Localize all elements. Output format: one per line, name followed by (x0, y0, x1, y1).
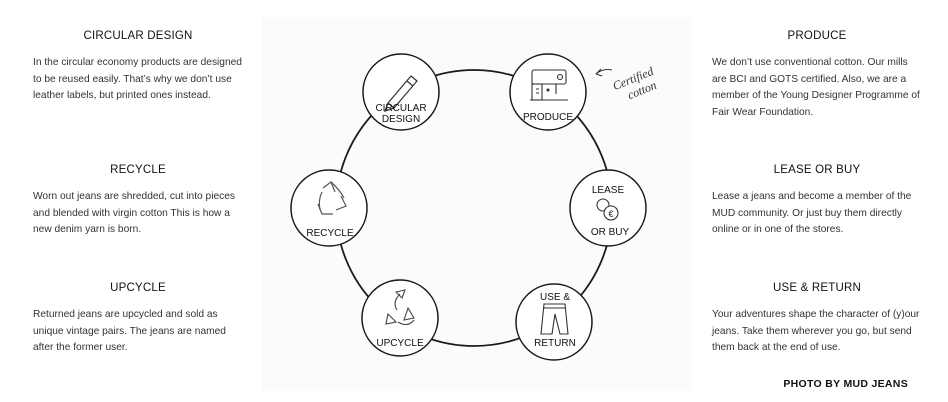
recycle-node-label: RECYCLE (306, 228, 354, 239)
lease-or-buy-section: LEASE OR BUY Lease a jeans and become a … (712, 164, 922, 239)
circular-design-node-label-line1: CIRCULAR (375, 103, 426, 114)
euro-coins-icon: € (596, 198, 619, 221)
use-return-heading: USE & RETURN (772, 282, 862, 294)
euro-symbol: € (608, 209, 613, 219)
recycle-text: Worn out jeans are shredded, cut into pi… (33, 191, 235, 236)
circular-design-text: In the circular economy products are des… (33, 57, 242, 102)
upcycle-arrows-icon (385, 289, 415, 326)
recycle-heading: RECYCLE (110, 164, 166, 176)
use-return-label-line1: USE & (540, 292, 570, 303)
lease-or-buy-label-line1: LEASE (592, 185, 625, 196)
circular-design-section: CIRCULAR DESIGN In the circular economy … (33, 30, 243, 105)
lease-or-buy-text: Lease a jeans and become a member of the… (712, 191, 912, 236)
produce-text: We don’t use conventional cotton. Our mi… (712, 57, 920, 118)
circular-design-node: CIRCULAR DESIGN (362, 53, 440, 131)
sewing-machine-icon (530, 69, 568, 101)
lease-or-buy-heading: LEASE OR BUY (773, 164, 861, 176)
produce-heading: PRODUCE (787, 30, 847, 42)
use-return-label-line2: RETURN (534, 338, 576, 349)
circular-design-node-label-line2: DESIGN (382, 114, 420, 125)
recycle-icon (317, 181, 347, 215)
upcycle-section: UPCYCLE Returned jeans are upcycled and … (33, 282, 243, 357)
jeans-icon (540, 303, 569, 335)
produce-node: PRODUCE (509, 53, 587, 131)
circular-design-heading: CIRCULAR DESIGN (83, 30, 193, 42)
upcycle-heading: UPCYCLE (110, 282, 166, 294)
use-return-text: Your adventures shape the character of (… (712, 309, 920, 354)
certified-cotton-annotation: Certified cotton (595, 64, 658, 102)
upcycle-node-label: UPCYCLE (376, 338, 424, 349)
photo-credit: PHOTO BY MUD JEANS (783, 378, 908, 390)
recycle-section: RECYCLE Worn out jeans are shredded, cut… (33, 164, 243, 239)
lease-or-buy-node: LEASE € OR BUY (569, 169, 647, 247)
produce-node-label: PRODUCE (523, 112, 573, 123)
use-return-section: USE & RETURN Your adventures shape the c… (712, 282, 922, 357)
arrowhead-icon (595, 68, 603, 77)
pencil-icon (383, 75, 418, 112)
lease-or-buy-label-line2: OR BUY (591, 227, 630, 238)
use-return-node: USE & RETURN (515, 283, 593, 361)
produce-section: PRODUCE We don’t use conventional cotton… (712, 30, 922, 121)
recycle-node: RECYCLE (290, 169, 368, 247)
upcycle-node: UPCYCLE (361, 279, 439, 357)
upcycle-text: Returned jeans are upcycled and sold as … (33, 309, 226, 354)
